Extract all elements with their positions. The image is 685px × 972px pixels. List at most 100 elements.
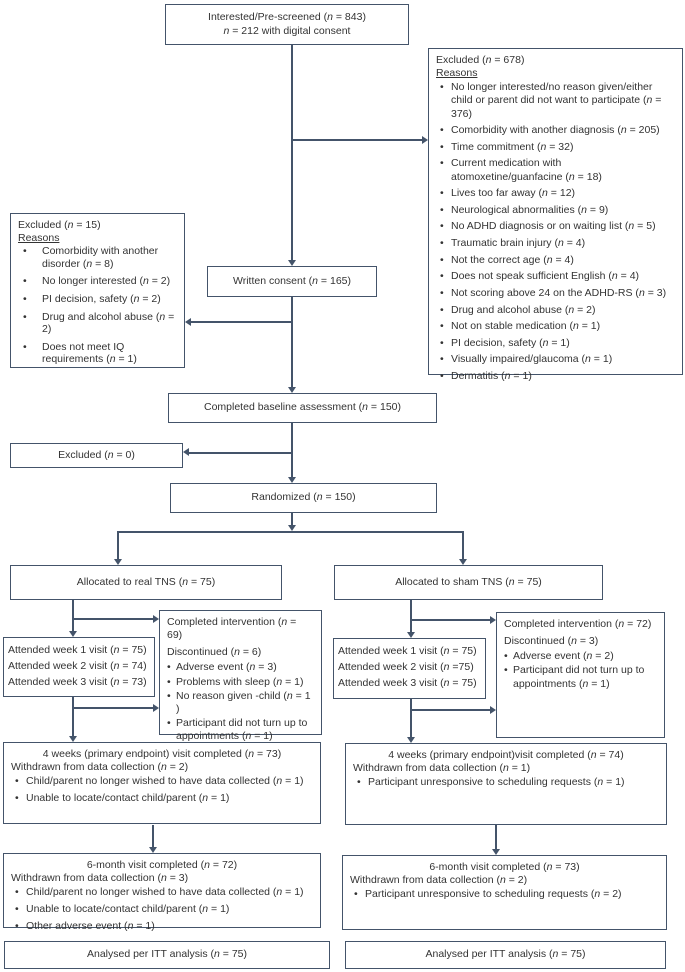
box-allocated-sham: Allocated to sham TNS (n = 75): [334, 565, 603, 600]
excluded-right-item: PI decision, safety (n = 1): [436, 337, 675, 350]
attended-sham-line: Attended week 3 visit (n = 75): [338, 677, 477, 690]
completed-real-item: Participant did not turn up to appointme…: [167, 717, 314, 743]
excluded-right-item: No longer interested/no reason given/eit…: [436, 81, 675, 120]
line-split-horizontal: [117, 531, 464, 533]
box-excluded-left: Excluded (n = 15) Reasons Comorbidity wi…: [10, 213, 185, 368]
excluded-left-list: Comorbidity with another disorder (n = 8…: [18, 245, 177, 366]
fourweek-sham-subtitle: Withdrawn from data collection (n = 1): [353, 762, 531, 775]
completed-real-list: Adverse event (n = 3) Problems with sleep…: [167, 661, 314, 743]
completed-real-item: Adverse event (n = 3): [167, 661, 314, 674]
attended-real-line: Attended week 2 visit (n = 74): [8, 660, 147, 673]
sixmonth-real-subtitle: Withdrawn from data collection (n = 3): [11, 872, 189, 885]
excluded-right-item: Current medication with atomoxetine/guan…: [436, 157, 675, 183]
box-excluded-right: Excluded (n = 678) Reasons No longer int…: [428, 48, 683, 383]
attended-real-line: Attended week 3 visit (n = 73): [8, 676, 147, 689]
completed-sham-title: Completed intervention (n = 72): [504, 618, 652, 630]
line-real-branch-completed-2: [72, 707, 153, 709]
excluded-right-title: Excluded (n = 678): [436, 54, 525, 66]
randomized-label: Randomized (n = 150): [251, 491, 356, 504]
fourweek-real-title: 4 weeks (primary endpoint) visit complet…: [42, 748, 282, 760]
line-split-left-down: [117, 531, 119, 559]
attended-sham-line: Attended week 2 visit (n =75): [338, 661, 474, 674]
arrowhead-into-sixmonth-sham: [492, 848, 500, 855]
box-completed-real: Completed intervention (n = 69) Disconti…: [159, 610, 322, 742]
arrowhead-into-completed-real-2: [152, 704, 159, 712]
excluded-right-item: Not scoring above 24 on the ADHD-RS (n =…: [436, 287, 675, 300]
sixmonth-sham-subtitle: Withdrawn from data collection (n = 2): [350, 874, 528, 887]
arrowhead-into-attended-sham: [407, 631, 415, 638]
excluded-right-list: No longer interested/no reason given/eit…: [436, 81, 675, 383]
box-analysed-sham: Analysed per ITT analysis (n = 75): [345, 941, 666, 969]
box-randomized: Randomized (n = 150): [170, 483, 437, 513]
arrowhead-into-written-consent: [288, 259, 296, 266]
arrowhead-randomized-split: [288, 525, 296, 531]
line-branch-excluded-left: [191, 321, 292, 323]
arrowhead-into-completed-sham-1: [489, 616, 496, 624]
fourweek-sham-list: Participant unresponsive to scheduling r…: [353, 776, 659, 789]
analysed-real-label: Analysed per ITT analysis (n = 75): [86, 948, 248, 961]
attended-real-line: Attended week 1 visit (n = 75): [8, 644, 147, 656]
attended-real-lines: Attended week 1 visit (n = 75) Attended w…: [8, 643, 150, 691]
arrowhead-into-randomized: [288, 476, 296, 483]
excluded-right-item: Time commitment (n = 32): [436, 141, 675, 154]
box-written-consent: Written consent (n = 165): [207, 266, 377, 297]
line-sham-branch-completed-2: [410, 709, 490, 711]
arrowhead-into-excluded-right: [421, 136, 428, 144]
fourweek-real-subtitle: Withdrawn from data collection (n = 2): [11, 761, 189, 774]
prescreened-line1: Interested/Pre-screened (n = 843): [208, 11, 366, 24]
sixmonth-sham-list: Participant unresponsive to scheduling r…: [350, 888, 659, 901]
excluded-right-item: Not on stable medication (n = 1): [436, 320, 675, 333]
allocated-sham-label: Allocated to sham TNS (n = 75): [395, 575, 542, 588]
arrowhead-into-allocated-real: [114, 558, 122, 565]
attended-sham-line: Attended week 1 visit (n = 75): [338, 645, 477, 657]
fourweek-sham-item: Participant unresponsive to scheduling r…: [353, 776, 659, 789]
excluded-left-title: Excluded (n = 15): [18, 219, 101, 231]
excluded-right-item: Neurological abnormalities (n = 9): [436, 204, 675, 217]
completed-real-item: Problems with sleep (n = 1): [167, 676, 314, 689]
written-consent-label: Written consent (n = 165): [233, 274, 351, 287]
excluded-left-item: Does not meet IQ requirements (n = 1): [18, 341, 177, 366]
sixmonth-real-title: 6-month visit completed (n = 72): [86, 859, 238, 871]
completed-real-title: Completed intervention (n = 69): [167, 616, 297, 642]
box-baseline: Completed baseline assessment (n = 150): [168, 393, 437, 423]
line-consent-down: [291, 297, 293, 387]
sixmonth-real-list: Child/parent no longer wished to have da…: [11, 886, 313, 933]
box-attended-real: Attended week 1 visit (n = 75) Attended w…: [3, 637, 155, 697]
completed-real-item: No reason given -child (n = 1 ): [167, 690, 314, 716]
allocated-real-label: Allocated to real TNS (n = 75): [76, 575, 216, 588]
line-split-right-down: [462, 531, 464, 559]
excluded-right-item: Traumatic brain injury (n = 4): [436, 237, 675, 250]
sixmonth-real-item: Child/parent no longer wished to have da…: [11, 886, 313, 899]
sixmonth-sham-title: 6-month visit completed (n = 73): [429, 861, 580, 873]
box-sixmonth-real: 6-month visit completed (n = 72) Withdra…: [3, 853, 321, 933]
box-analysed-real: Analysed per ITT analysis (n = 75): [4, 941, 330, 969]
completed-real-subtitle: Discontinued (n = 6): [167, 646, 262, 659]
line-sham-attended-down: [410, 699, 412, 737]
line-real-attended-down: [72, 697, 74, 736]
fourweek-real-list: Child/parent no longer wished to have da…: [11, 775, 313, 805]
box-allocated-real: Allocated to real TNS (n = 75): [10, 565, 282, 600]
line-baseline-down: [291, 423, 293, 477]
excluded-left-item: Comorbidity with another disorder (n = 8…: [18, 245, 177, 270]
arrowhead-into-sixmonth-real: [149, 846, 157, 853]
line-real-fourweek-down: [152, 825, 154, 847]
box-excluded-zero: Excluded (n = 0): [10, 443, 183, 468]
box-attended-sham: Attended week 1 visit (n = 75) Attended w…: [333, 638, 486, 699]
excluded-right-item: Visually impaired/glaucoma (n = 1): [436, 353, 675, 366]
line-real-branch-completed-1: [72, 618, 153, 620]
excluded-left-item: PI decision, safety (n = 2): [18, 293, 177, 306]
line-sham-alloc-down: [410, 600, 412, 632]
box-fourweek-sham: 4 weeks (primary endpoint)visit complete…: [345, 743, 667, 825]
completed-sham-list: Adverse event (n = 2)Participant did not…: [504, 650, 657, 690]
prescreened-line2: n = 212 with digital consent: [223, 24, 351, 37]
excluded-right-reasons-label: Reasons: [436, 67, 478, 80]
line-sham-fourweek-down: [495, 825, 497, 849]
excluded-left-item: No longer interested (n = 2): [18, 275, 177, 288]
box-prescreened: Interested/Pre-screened (n = 843) n = 21…: [165, 4, 409, 45]
line-randomized-down: [291, 513, 293, 526]
excluded-zero-label: Excluded (n = 0): [58, 448, 135, 461]
completed-sham-subtitle: Discontinued (n = 3): [504, 635, 599, 648]
excluded-right-item: Drug and alcohol abuse (n = 2): [436, 304, 675, 317]
excluded-right-item: Comorbidity with another diagnosis (n = …: [436, 124, 675, 137]
sixmonth-real-item: Other adverse event (n = 1): [11, 920, 313, 933]
